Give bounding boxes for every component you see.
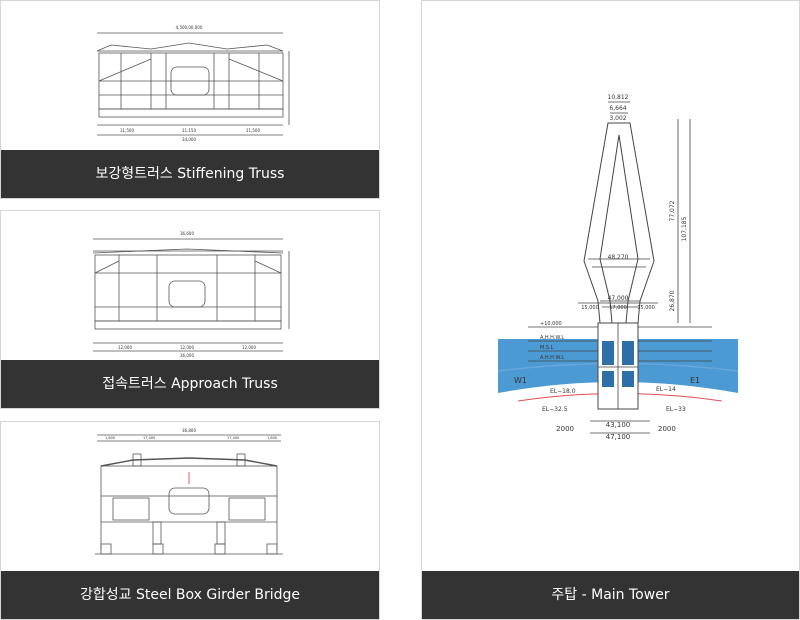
steel-box-girder-caption: 강합성교 Steel Box Girder Bridge	[1, 571, 379, 619]
tower-seg-right: 15,000	[637, 305, 655, 311]
steel-box-girder-card[interactable]: 36,800 1,600 17,400 17,400 1,600 강합성교 St…	[0, 421, 380, 620]
tower-level-4: A.H.H.W.L	[540, 355, 564, 361]
truss2-dim-right: 12,000	[242, 345, 256, 350]
tower-el-left-2: EL−32.5	[542, 406, 568, 413]
truss2-top-dim: 36,600	[180, 231, 194, 236]
main-tower-drawing: 10,812 6,664 3,002 77,072 107,185 26,870…	[422, 1, 799, 571]
girder-dim-r2: 17,400	[227, 436, 239, 440]
stiffening-truss-caption: 보강형트러스 Stiffening Truss	[1, 150, 379, 198]
tower-height-lower: 26,870	[669, 290, 676, 311]
girder-dim-l1: 1,600	[105, 436, 115, 440]
tower-mid-width: 48,270	[608, 254, 629, 261]
truss1-dim-left: 11,500	[120, 128, 134, 133]
tower-seg-mid: 17,000	[609, 305, 627, 311]
approach-truss-caption: 접속트러스 Approach Truss	[1, 360, 379, 408]
tower-top-dim-1: 10,812	[608, 94, 629, 101]
truss2-dim-mid: 12,000	[180, 345, 194, 350]
tower-foot-left: 2000	[556, 425, 574, 433]
tower-level-3: M.S.L	[540, 345, 554, 351]
main-tower-caption: 주탑 - Main Tower	[422, 571, 799, 619]
truss1-dim-total: 34,000	[182, 137, 196, 142]
steel-box-girder-drawing: 36,800 1,600 17,400 17,400 1,600	[1, 422, 379, 571]
girder-top-dim: 36,800	[182, 428, 196, 433]
stiffening-truss-drawing: 4,500,00,000 11,500 11,150 11,500 34,000	[1, 1, 379, 150]
tower-height-upper: 77,072	[669, 200, 676, 221]
truss2-dim-left: 12,000	[118, 345, 132, 350]
tower-level-1: +10,000	[540, 321, 562, 327]
truss2-dim-total: 36,000	[180, 353, 194, 358]
tower-foot-width-1: 43,100	[606, 421, 631, 429]
tower-foot-width-2: 47,100	[606, 433, 631, 441]
main-tower-card[interactable]: 10,812 6,664 3,002 77,072 107,185 26,870…	[421, 0, 800, 620]
girder-dim-l2: 17,400	[143, 436, 155, 440]
approach-truss-drawing: 36,600 12,000 12,000 12,000 36,000	[1, 211, 379, 360]
girder-dim-r1: 1,600	[267, 436, 277, 440]
truss1-top-dim: 4,500,00,000	[176, 25, 203, 30]
tower-top-dim-3: 3,002	[609, 115, 626, 122]
tower-top-dim-2: 6,664	[609, 105, 626, 112]
truss1-dim-right: 11,500	[246, 128, 260, 133]
tower-e1-label: E1	[690, 376, 700, 385]
tower-seg-left: 15,000	[581, 305, 599, 311]
tower-el-right-2: EL−33	[666, 406, 686, 413]
tower-level-2: A.H.H.W.L	[540, 335, 564, 341]
tower-base-width: 47,000	[608, 295, 629, 302]
stiffening-truss-card[interactable]: 4,500,00,000 11,500 11,150 11,500 34,000…	[0, 0, 380, 199]
approach-truss-card[interactable]: 36,600 12,000 12,000 12,000 36,000 접속트러스…	[0, 210, 380, 409]
tower-foot-right: 2000	[658, 425, 676, 433]
tower-el-left-1: EL−18.0	[550, 388, 576, 395]
tower-w1-label: W1	[514, 376, 527, 385]
truss1-dim-mid: 11,150	[182, 128, 196, 133]
tower-el-right-1: EL−14	[656, 386, 676, 393]
tower-height-total: 107,185	[681, 216, 688, 241]
